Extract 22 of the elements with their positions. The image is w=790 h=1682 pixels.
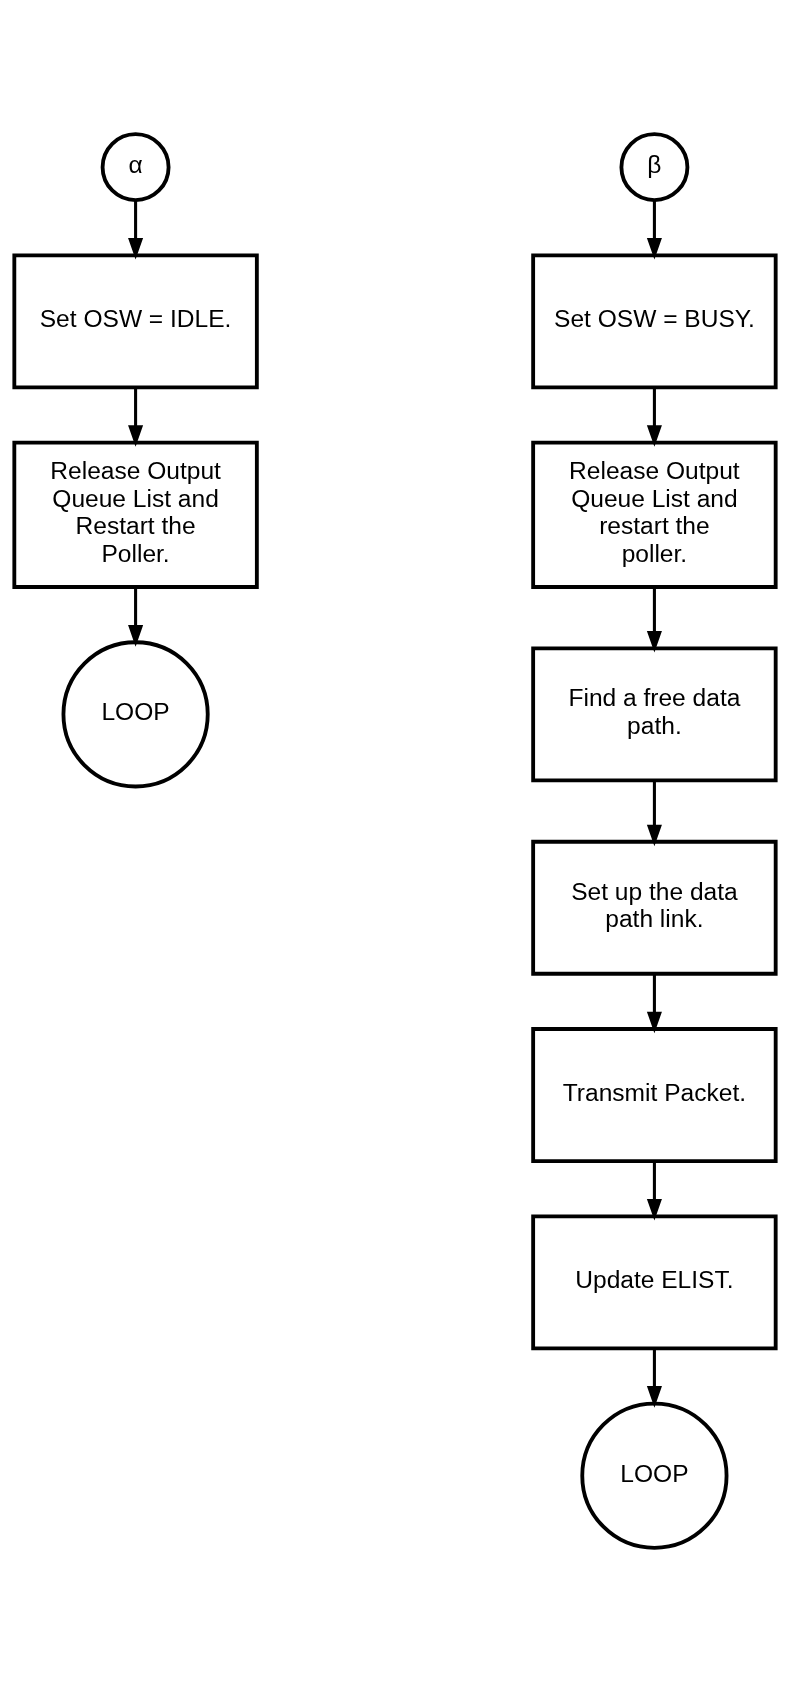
- node-box: Set up the data path link.: [531, 839, 778, 976]
- arrow: [128, 387, 144, 447]
- node-box: Set OSW = IDLE.: [12, 253, 259, 390]
- arrow: [646, 1161, 662, 1221]
- arrow: [646, 200, 662, 260]
- node-box: Find a free data path.: [531, 646, 778, 783]
- arrow: [646, 780, 662, 847]
- node-circle: β: [619, 132, 690, 203]
- arrow: [128, 587, 144, 647]
- node-box: Transmit Packet.: [531, 1027, 778, 1163]
- node-circle: LOOP: [580, 1401, 729, 1550]
- node-box: Release Output Queue List and Restart the Poller.: [12, 440, 259, 589]
- arrow: [646, 587, 662, 653]
- node-box: Update ELIST.: [531, 1214, 778, 1351]
- node-box: Set OSW = BUSY.: [531, 253, 778, 390]
- arrow: [646, 974, 662, 1034]
- arrow: [128, 200, 144, 260]
- arrow: [646, 1348, 662, 1408]
- node-circle: LOOP: [61, 640, 210, 789]
- arrow: [646, 387, 662, 447]
- node-box: Release Output Queue List and restart the poller.: [531, 440, 778, 589]
- node-circle: α: [100, 132, 171, 203]
